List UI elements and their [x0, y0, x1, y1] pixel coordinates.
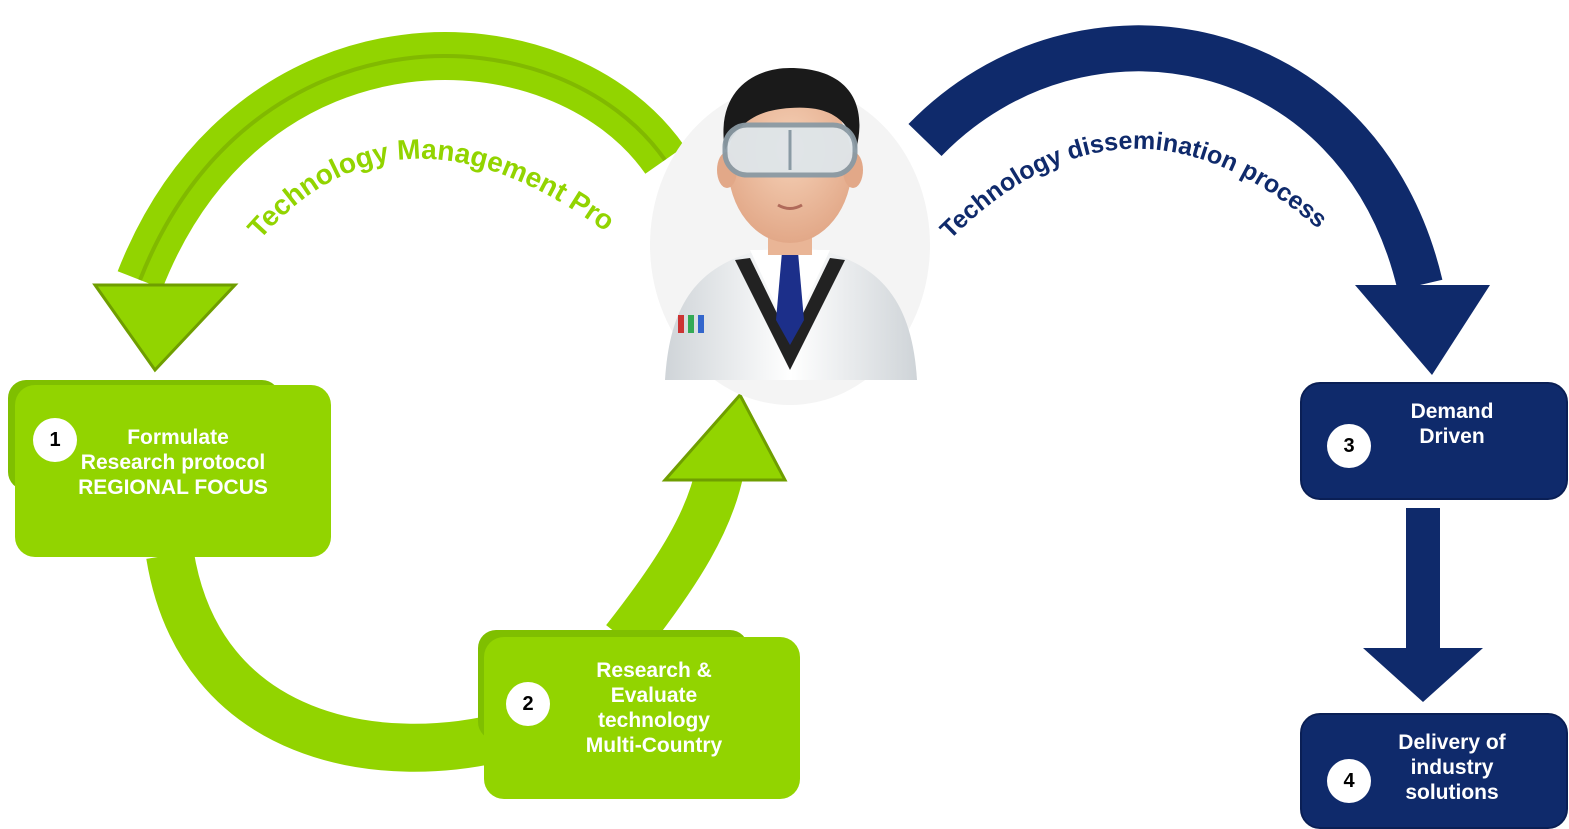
scientist-with-goggles-icon	[650, 68, 930, 405]
step-1-text: Formulate Research protocol REGIONAL FOC…	[15, 425, 331, 500]
step-2-line-3: technology	[597, 709, 710, 732]
management-arc-up	[606, 464, 744, 655]
arrow-head-to-step-3	[1355, 285, 1490, 375]
step-4-line-2: industry	[1410, 756, 1494, 779]
arrow-head-to-step-4	[1363, 648, 1483, 702]
step-1-box: 1 Formulate Research protocol REGIONAL F…	[15, 385, 331, 557]
step-2-text: Research & Evaluate technology Multi-Cou…	[544, 658, 764, 758]
step-3-line-1: Demand	[1410, 400, 1494, 423]
step-4-text: Delivery of industry solutions	[1370, 730, 1534, 805]
step-2-box: 2 Research & Evaluate technology Multi-C…	[484, 637, 800, 799]
step-1-number: 1	[33, 418, 77, 462]
svg-text:Technology Management Process: Technology Management Process	[0, 0, 620, 244]
management-arc-top-shadow	[138, 54, 667, 281]
step-3-box: 3 Demand Driven	[1300, 382, 1568, 500]
step-3-text: Demand Driven	[1370, 399, 1534, 449]
dissemination-arc	[908, 25, 1443, 291]
step-4-line-3: solutions	[1405, 781, 1499, 804]
arrow-head-to-scientist	[661, 392, 788, 482]
step-2-line-2: Evaluate	[610, 684, 698, 707]
step-3-line-2: Driven	[1419, 425, 1485, 448]
step-4-number: 4	[1327, 759, 1371, 803]
arrow-head-to-step-1	[92, 283, 239, 373]
step-4-line-1: Delivery of	[1398, 731, 1506, 754]
management-arc-bottom	[146, 550, 517, 772]
dissemination-process-label: Technology dissemination process	[935, 126, 1333, 244]
step-1-line-3: REGIONAL FOCUS	[78, 476, 268, 499]
step-2-line-1: Research &	[596, 659, 712, 682]
step-2-number: 2	[506, 682, 550, 726]
management-process-label: Technology Management Process	[0, 0, 620, 244]
step-4-box: 4 Delivery of industry solutions	[1300, 713, 1568, 829]
svg-text:Technology dissemination proce: Technology dissemination process	[935, 126, 1333, 244]
step-2-line-4: Multi-Country	[585, 734, 723, 757]
arrow-shaft-step-3-to-4	[1406, 508, 1440, 648]
step-1-line-1: Formulate	[127, 426, 229, 449]
step-3-number: 3	[1327, 424, 1371, 468]
step-1-line-2: Research protocol	[80, 451, 266, 474]
